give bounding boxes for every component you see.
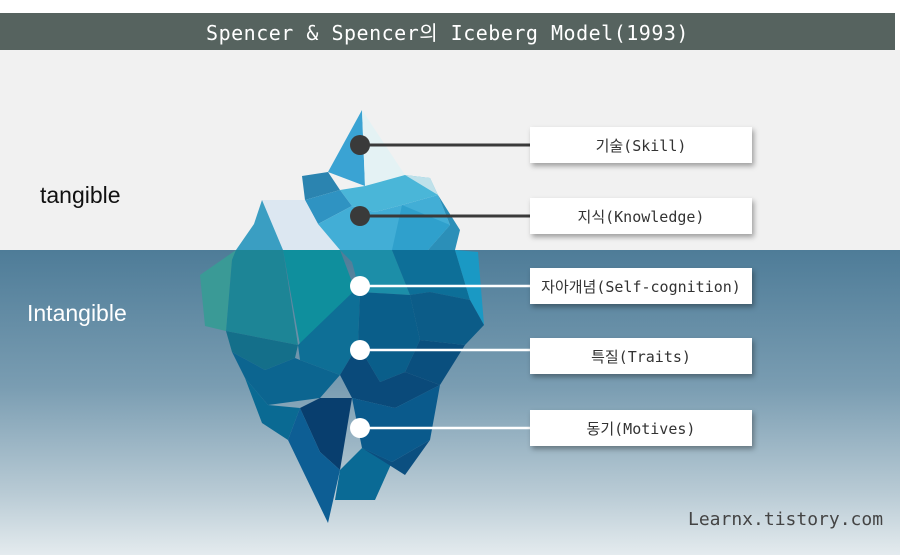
label-knowledge-text: 지식(Knowledge) [577, 207, 705, 226]
connector-dot-self-cognition [350, 276, 370, 296]
label-self-cognition-text: 자아개념(Self-cognition) [541, 277, 741, 296]
label-traits: 특질(Traits) [530, 338, 752, 374]
connector-knowledge [350, 206, 532, 226]
connector-motives [350, 418, 532, 438]
tangible-label: tangible [40, 182, 121, 208]
connector-dot-motives [350, 418, 370, 438]
label-knowledge: 지식(Knowledge) [530, 198, 752, 234]
connector-dot-traits [350, 340, 370, 360]
connector-traits [350, 340, 532, 360]
connector-self-cognition [350, 276, 532, 296]
watermark: Learnx.tistory.com [688, 509, 884, 530]
title-bar: Spencer & Spencer의 Iceberg Model(1993) [0, 13, 895, 50]
diagram-title: Spencer & Spencer의 Iceberg Model(1993) [206, 21, 689, 45]
label-motives-text: 동기(Motives) [586, 419, 696, 438]
label-motives: 동기(Motives) [530, 410, 752, 446]
connector-dot-knowledge [350, 206, 370, 226]
label-self-cognition: 자아개념(Self-cognition) [530, 268, 752, 304]
connector-dot-skill [350, 135, 370, 155]
intangible-label: Intangible [27, 300, 127, 326]
label-skill: 기술(Skill) [530, 127, 752, 163]
connector-skill [350, 135, 532, 155]
label-traits-text: 특질(Traits) [591, 347, 691, 366]
label-skill-text: 기술(Skill) [595, 136, 687, 155]
